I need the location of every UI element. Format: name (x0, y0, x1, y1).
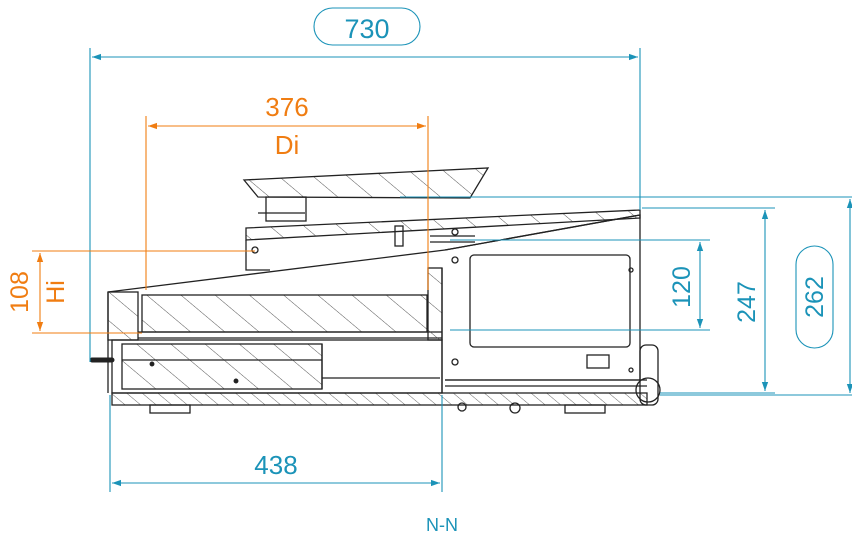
dim-label-247: 247 (733, 281, 761, 323)
dim-label-120: 120 (668, 266, 696, 308)
dim-label-di: Di (275, 130, 300, 160)
label-frame-730 (313, 7, 421, 46)
right-end-cap (639, 344, 659, 406)
wheel-small (509, 402, 521, 414)
section-label: N-N (426, 515, 458, 535)
dim-label-hi: Hi (42, 280, 70, 304)
chamber-drawer (141, 294, 428, 333)
tray-post (265, 196, 307, 222)
dim-label-438: 438 (254, 450, 297, 480)
lower-cabinet-inner (121, 343, 323, 390)
small-slot (586, 354, 610, 369)
dim-label-376: 376 (265, 92, 308, 122)
top-tray (242, 167, 490, 199)
dim-label-108: 108 (6, 271, 34, 313)
machine-outline (89, 167, 661, 414)
dim-label-730: 730 (344, 14, 389, 44)
foot-left (149, 404, 191, 414)
wheel-small-2 (457, 402, 467, 412)
wheel-right (635, 377, 661, 403)
support-arm (245, 209, 641, 241)
foot-right (564, 404, 606, 414)
dimension-lines-inner (32, 116, 429, 334)
inspection-window (469, 254, 631, 348)
chamber-side-wall (427, 267, 443, 341)
base-plate (111, 392, 648, 406)
support-bracket (245, 240, 270, 271)
dimension-lines-outer (89, 7, 852, 492)
chamber-frame (107, 291, 139, 341)
dim-label-262: 262 (801, 276, 829, 318)
label-frame-262 (795, 245, 834, 349)
